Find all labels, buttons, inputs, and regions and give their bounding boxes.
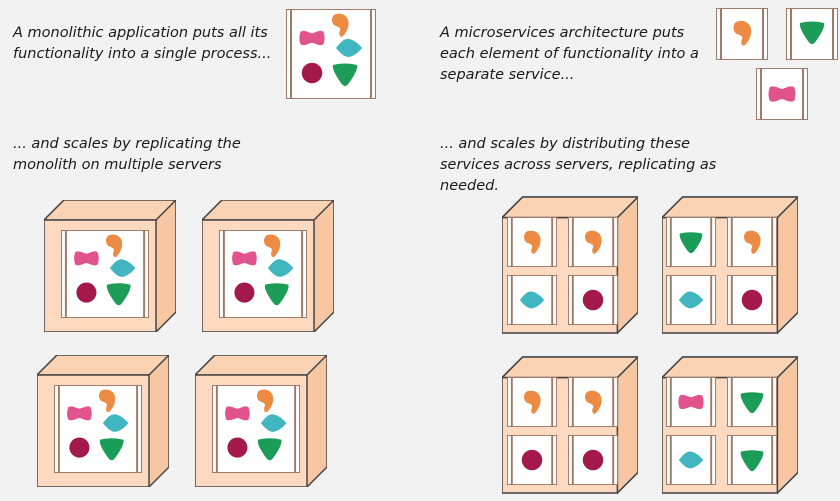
monolith-server-4 [195, 355, 327, 487]
monolith-server-3 [37, 355, 169, 487]
monolith-process [286, 9, 376, 99]
microservice-server-2 [662, 196, 798, 334]
caption-microservices-intro: A microservices architecture puts each e… [440, 25, 699, 83]
caption-monolith-scale: ... and scales by replicating the monoli… [13, 136, 241, 173]
microservice-green [786, 8, 838, 60]
caption-microservices-scale: ... and scales by distributing these ser… [440, 136, 717, 194]
microservice-server-1 [502, 196, 638, 334]
monolith-server-1 [44, 200, 176, 332]
microservice-server-4 [662, 356, 798, 494]
microservice-orange [716, 8, 768, 60]
monolith-server-2 [202, 200, 334, 332]
microservice-server-3 [502, 356, 638, 494]
microservice-pink [756, 68, 808, 120]
caption-monolith-intro: A monolithic application puts all its fu… [13, 25, 272, 62]
